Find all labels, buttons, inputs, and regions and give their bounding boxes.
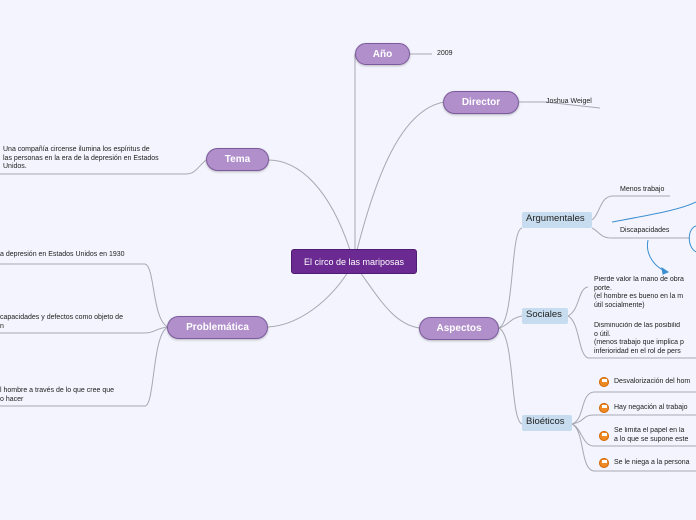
- category-argumentales[interactable]: Argumentales: [522, 212, 592, 228]
- connector-discapacidades: [591, 227, 690, 239]
- topic-tema-label: Tema: [224, 154, 251, 165]
- argumentales-item: Menos trabajo: [620, 186, 665, 193]
- topic-problematica[interactable]: Problemática: [167, 316, 268, 339]
- topic-problematica-label: Problemática: [186, 322, 249, 333]
- connector-tema: [267, 159, 351, 251]
- bioeticos-item: Se limita el papel en la a lo que se sup…: [614, 427, 689, 443]
- connector-sociales-2: [567, 315, 696, 359]
- connector-director: [356, 101, 445, 251]
- central-topic-label: El circo de las mariposas: [303, 256, 405, 267]
- argumentales-item: Discapacidades: [620, 227, 670, 234]
- category-bioeticos[interactable]: Bioéticos: [522, 415, 572, 431]
- connector-argumentales: [498, 227, 523, 329]
- connector-director-value: [519, 101, 601, 109]
- connector-tema-text: [0, 159, 207, 175]
- connector-bio-2: [571, 414, 696, 425]
- problematica-item: a depresión en Estados Unidos en 1930: [0, 251, 125, 258]
- category-sociales[interactable]: Sociales: [522, 308, 568, 324]
- flag-icon: [599, 431, 609, 441]
- bioeticos-item: Se le niega a la persona: [614, 459, 690, 466]
- connector-menos-trabajo: [591, 195, 670, 221]
- relationship-circle: [688, 225, 696, 253]
- connector-aspectos: [359, 271, 421, 329]
- sociales-item: Pierde valor la mano de obra porte. (el …: [594, 276, 684, 309]
- connector-problematica: [267, 271, 349, 328]
- relationship-arrow-1: [611, 201, 696, 223]
- director-value: Joshua Weigel: [546, 98, 592, 105]
- connector-bio-1: [571, 391, 696, 425]
- relationship-arrow-2: [646, 239, 669, 273]
- flag-icon: [599, 458, 609, 468]
- connector-problematica-item-1: [0, 263, 169, 328]
- relationship-arrowhead: [661, 266, 670, 275]
- problematica-item: capacidades y defectos como objeto de n: [0, 314, 123, 330]
- connector-bioeticos: [498, 327, 523, 425]
- bioeticos-item: Desvalorización del hom: [614, 378, 691, 385]
- anio-value: 2009: [437, 50, 453, 57]
- tema-text: Una compañía circense ilumina los espíri…: [3, 146, 159, 170]
- central-topic[interactable]: El circo de las mariposas: [291, 249, 417, 274]
- connector-problematica-item-3: [0, 326, 169, 407]
- sociales-item: Disminución de las posibilid o útil. (me…: [594, 322, 684, 355]
- connector-bio-4: [571, 423, 696, 472]
- topic-director-label: Director: [461, 97, 501, 108]
- bioeticos-item: Hay negación al trabajo: [614, 404, 688, 411]
- flag-icon: [599, 403, 609, 413]
- topic-director[interactable]: Director: [443, 91, 519, 114]
- topic-tema[interactable]: Tema: [206, 148, 269, 171]
- topic-aspectos-label: Aspectos: [436, 323, 482, 334]
- problematica-item: l hombre a través de lo que cree que o h…: [0, 387, 115, 403]
- connector-sociales-1: [567, 286, 589, 317]
- connector-sociales: [498, 315, 523, 329]
- topic-aspectos[interactable]: Aspectos: [419, 317, 499, 340]
- connector-problematica-item-2: [0, 326, 169, 334]
- topic-anio-label: Año: [372, 48, 393, 60]
- flag-icon: [599, 377, 609, 387]
- topic-anio[interactable]: Año: [355, 43, 410, 65]
